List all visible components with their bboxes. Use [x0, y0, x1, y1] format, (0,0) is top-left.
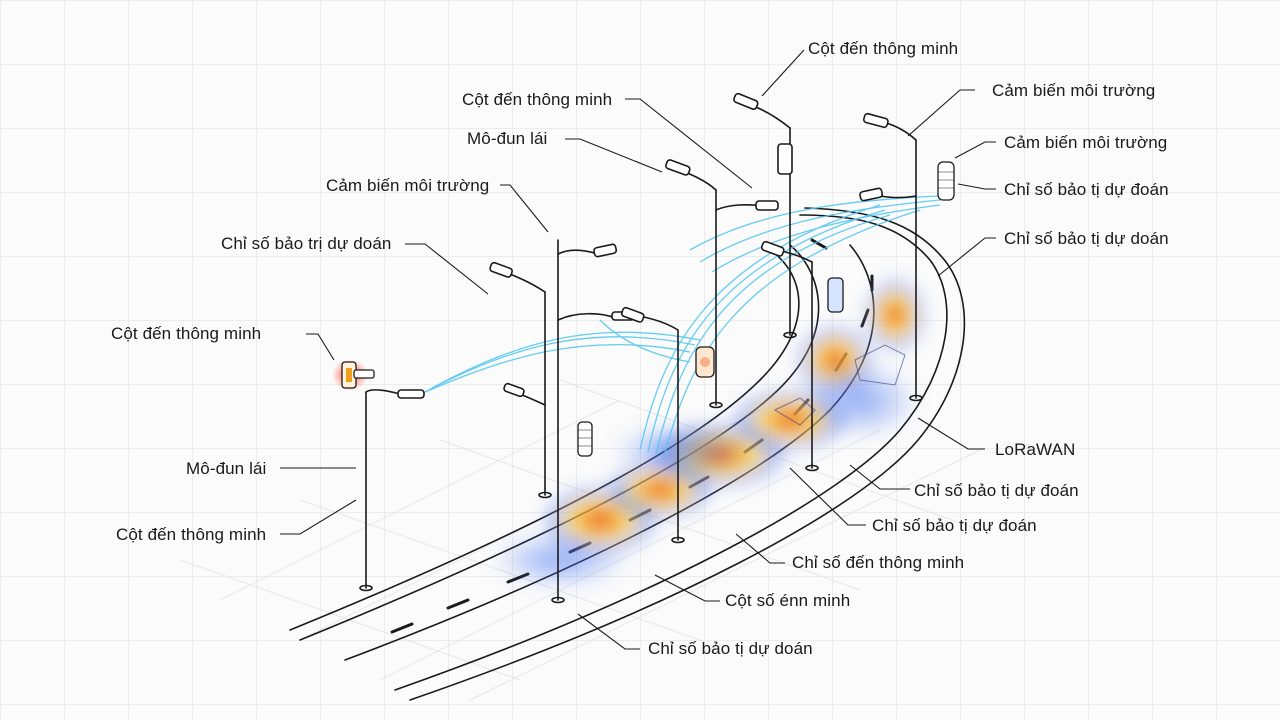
label-smart-pole-2: Cột đến thông minh	[462, 90, 613, 109]
label-drive-module-top: Mô-đun lái	[467, 129, 548, 148]
label-maintenance-index-r3: Chỉ số bảo tị dự đoán	[914, 481, 1079, 500]
label-maintenance-index-r2: Chỉ số bảo tị dự doán	[1004, 229, 1169, 248]
street-lamp-icon	[359, 389, 425, 592]
leader-lines	[280, 49, 996, 650]
street-lamp-icon	[665, 159, 779, 409]
sensor-cylinder-icon	[695, 346, 715, 378]
label-lorawan: LoRaWAN	[995, 440, 1076, 459]
traffic-heatmap	[490, 277, 927, 590]
label-smart-light-index: Chỉ số đến thông minh	[792, 553, 965, 572]
label-env-sensor-3: Cảm biến môi trường	[326, 176, 490, 195]
road-outer-edge	[289, 249, 800, 631]
sensor-cylinder-icon	[577, 421, 593, 457]
label-env-sensor-top: Cảm biến môi trường	[992, 81, 1156, 100]
label-maintenance-index-bottom: Chỉ số bảo tị dự doán	[648, 639, 813, 658]
road-inner-edge-2	[409, 207, 966, 701]
label-smart-pole-top: Cột đến thông minh	[808, 39, 959, 58]
street-lamp-icon	[859, 112, 923, 402]
street-lamps	[359, 92, 923, 604]
sensor-cylinder-icon	[827, 277, 844, 313]
label-drive-module-l: Mô-đun lái	[186, 459, 267, 478]
label-smart-pole-l1: Cột đến thông minh	[111, 324, 262, 343]
vehicles	[773, 344, 906, 426]
signal-waves	[417, 195, 941, 457]
street-lamp-icon	[489, 261, 552, 499]
street-lamp-icon	[733, 92, 797, 339]
label-maintenance-index-r1: Chỉ số bảo tị dự đoán	[1004, 180, 1169, 199]
label-pole-number: Cột số énn minh	[725, 591, 851, 610]
label-smart-pole-l2: Cột đến thông minh	[116, 525, 267, 544]
label-maintenance-index-r4: Chỉ số bảo tị dự đoán	[872, 516, 1037, 535]
label-maintenance-index-l: Chỉ số bảo trị dự doán	[221, 234, 392, 253]
control-module-icon	[332, 359, 375, 391]
sensors	[332, 161, 955, 457]
street-lamp-icon	[620, 306, 685, 544]
sensor-cylinder-icon	[937, 161, 955, 201]
street-lamp-icon	[760, 240, 819, 472]
label-env-sensor-2: Cảm biến môi trường	[1004, 133, 1168, 152]
